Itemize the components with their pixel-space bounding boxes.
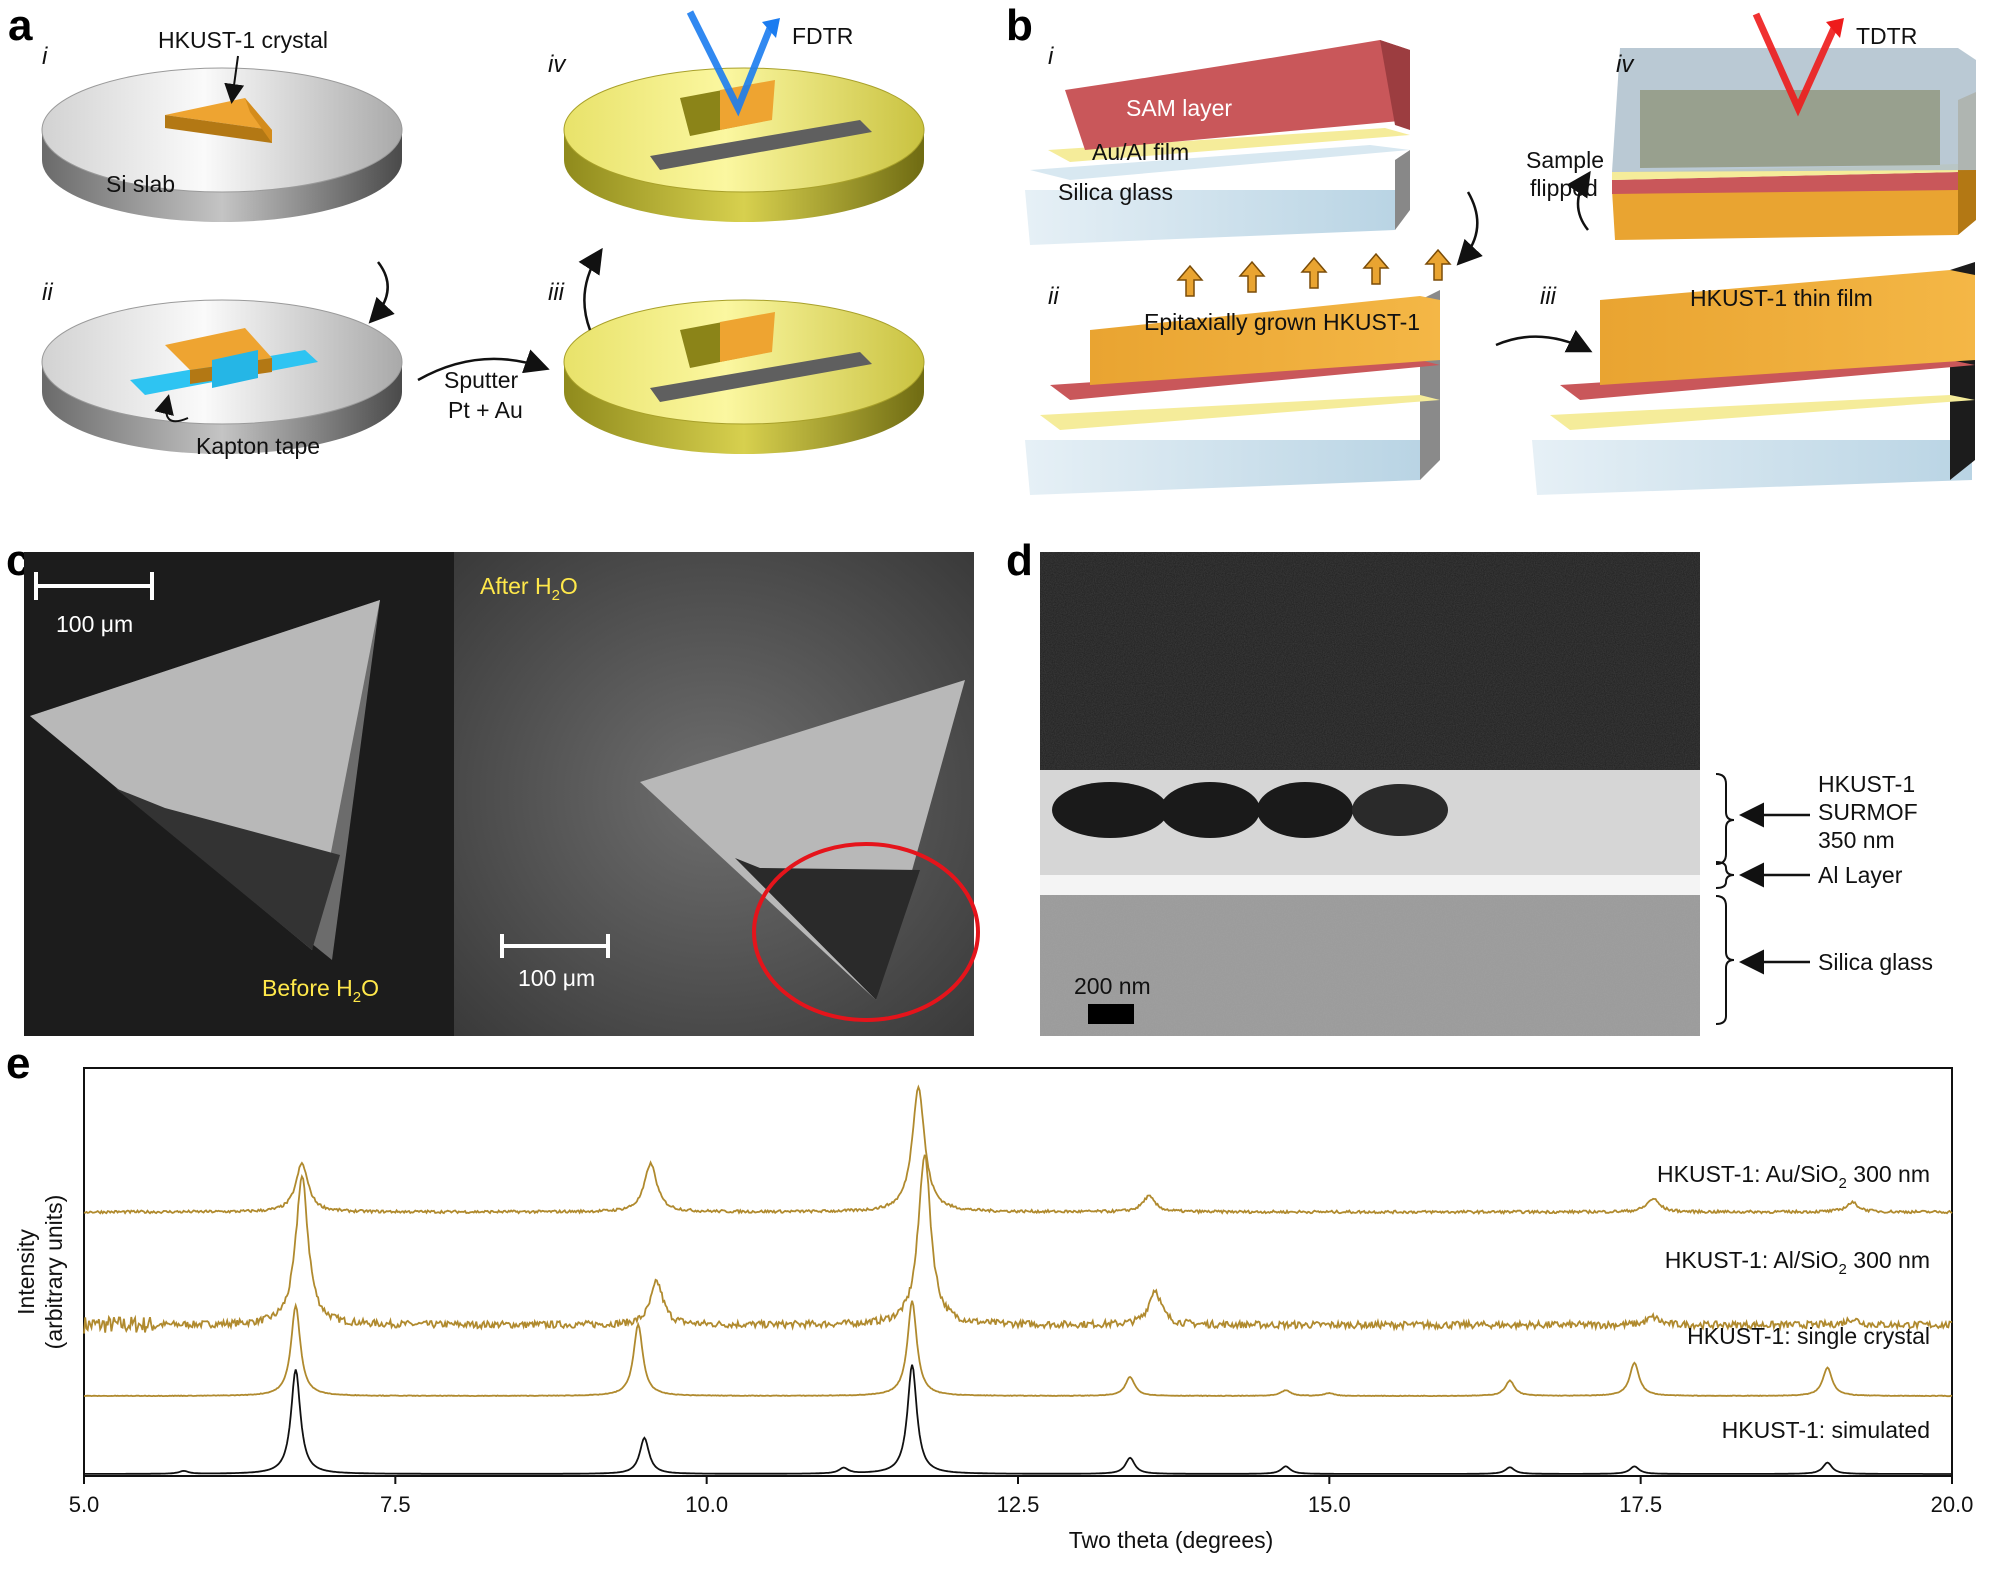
step-label-b-i: i xyxy=(1048,43,1054,70)
label-silica-glass-d: Silica glass xyxy=(1818,949,1933,975)
after-text: After H xyxy=(480,573,552,599)
hkust-crystal-shape xyxy=(165,98,272,130)
brace-al xyxy=(1715,861,1735,889)
label-after-water: After H2O xyxy=(480,573,578,604)
label-sam-layer: SAM layer xyxy=(1126,95,1232,121)
panel-b: b i SAM layer Au/Al film Silica glass ii xyxy=(1006,1,1976,495)
series-label-1: HKUST-1: Au/SiO2 300 nm xyxy=(1657,1161,1930,1192)
fdtr-beam xyxy=(686,10,774,117)
series-lines xyxy=(83,1084,1953,1475)
scale-bar-d xyxy=(1088,1004,1134,1024)
gold-disc-4 xyxy=(563,67,925,222)
x-tick-label: 15.0 xyxy=(1308,1492,1351,1517)
step-label-b-iv: iv xyxy=(1616,51,1635,78)
label-al-layer: Al Layer xyxy=(1818,862,1903,888)
series-line-4 xyxy=(84,1364,1952,1475)
y-axis-label: Intensity xyxy=(13,1229,39,1315)
after-post: O xyxy=(560,573,578,599)
tape-pointer-arrow xyxy=(154,394,189,423)
series-line-2 xyxy=(83,1084,1953,1216)
label-hkust-surmof-2: SURMOF xyxy=(1818,799,1918,825)
before-post: O xyxy=(361,975,379,1001)
label-hkust-crystal: HKUST-1 crystal xyxy=(158,27,328,53)
label-au-al-film: Au/Al film xyxy=(1092,139,1189,165)
label-fdtr: FDTR xyxy=(792,23,853,49)
scale-bar-label-c2: 100 μm xyxy=(518,965,595,991)
label-kapton-tape: Kapton tape xyxy=(196,433,320,459)
series-line-3 xyxy=(83,1300,1953,1398)
arrow-a-i-to-ii xyxy=(368,261,395,324)
growth-arrows xyxy=(1176,248,1452,297)
label-thin-film: HKUST-1 thin film xyxy=(1690,285,1873,311)
x-axis-label: Two theta (degrees) xyxy=(1069,1527,1274,1553)
panel-c: c 100 μm 100 μm Before H2O After H2O xyxy=(6,536,980,1036)
label-before-water: Before H2O xyxy=(262,975,379,1006)
x-tick-label: 10.0 xyxy=(685,1492,728,1517)
y-axis-label-group: Intensity (arbitrary units) xyxy=(13,1195,67,1350)
stack-b-i xyxy=(1025,40,1410,245)
label-si-slab: Si slab xyxy=(106,171,175,197)
step-label-b-ii: ii xyxy=(1048,283,1059,310)
x-tick-label: 7.5 xyxy=(380,1492,411,1517)
before-sub: 2 xyxy=(353,989,361,1006)
step-label-a-ii: ii xyxy=(42,279,53,306)
series-labels: HKUST-1: Au/SiO2 300 nm HKUST-1: Al/SiO2 … xyxy=(1657,1161,1930,1443)
label-tdtr: TDTR xyxy=(1856,23,1917,49)
label-epitaxial-growth: Epitaxially grown HKUST-1 xyxy=(1144,309,1420,335)
stack-b-iii xyxy=(1532,262,1975,495)
crystal-pointer-arrow xyxy=(224,55,245,104)
before-text: Before H xyxy=(262,975,353,1001)
arrow-b-iii-to-iv xyxy=(1566,170,1591,231)
step-label-b-iii: iii xyxy=(1540,283,1557,310)
stack-b-ii xyxy=(1025,290,1440,495)
panel-label-a: a xyxy=(8,1,33,50)
label-sample: Sample xyxy=(1526,147,1604,173)
gold-disc-3 xyxy=(563,299,925,454)
tdtr-beam xyxy=(1752,12,1838,117)
step-label-a-iii: iii xyxy=(548,279,565,306)
panel-d: d 200 nm HKUST-1 SURMOF 350 nm Al Layer … xyxy=(1006,536,1933,1036)
label-hkust-surmof-1: HKUST-1 xyxy=(1818,771,1915,797)
damage-highlight-ellipse xyxy=(752,842,980,1022)
x-tick-label: 12.5 xyxy=(997,1492,1040,1517)
panel-a: a i HKUST-1 crystal Si slab ii Kapton ta… xyxy=(8,1,925,459)
label-sputter: Sputter xyxy=(444,367,518,393)
arrow-b-i-to-ii xyxy=(1456,191,1483,266)
label-silica-glass-b: Silica glass xyxy=(1058,179,1173,205)
panel-e: e 5.0 7.5 10.0 12.5 15.0 17.5 20.0 HKUST-1: Au… xyxy=(6,1039,1973,1553)
label-flipped: flipped xyxy=(1530,175,1598,201)
label-pt-au: Pt + Au xyxy=(448,397,523,423)
scale-bar-label-c1: 100 μm xyxy=(56,611,133,637)
arrow-a-iii-to-iv xyxy=(578,247,603,331)
si-slab-disc-1 xyxy=(41,67,403,222)
brace-glass xyxy=(1715,895,1735,1025)
series-label-3: HKUST-1: single crystal xyxy=(1687,1323,1930,1349)
series-line-1 xyxy=(83,1154,1953,1334)
panel-label-b: b xyxy=(1006,1,1033,50)
arrow-b-ii-to-iii xyxy=(1495,329,1593,353)
step-label-a-i: i xyxy=(42,43,48,70)
si-slab-disc-2 xyxy=(41,299,403,454)
y-axis-units: (arbitrary units) xyxy=(41,1195,67,1350)
x-tick-label: 17.5 xyxy=(1619,1492,1662,1517)
label-hkust-surmof-3: 350 nm xyxy=(1818,827,1895,853)
stack-b-iv xyxy=(1612,48,1976,240)
panel-label-e: e xyxy=(6,1039,30,1088)
series-label-2: HKUST-1: Al/SiO2 300 nm xyxy=(1665,1247,1930,1278)
series-label-4: HKUST-1: simulated xyxy=(1722,1417,1930,1443)
after-sub: 2 xyxy=(552,587,560,604)
step-label-a-iv: iv xyxy=(548,51,567,78)
brace-surmof xyxy=(1715,773,1735,865)
x-axis: 5.0 7.5 10.0 12.5 15.0 17.5 20.0 xyxy=(69,1476,1974,1517)
x-tick-label: 5.0 xyxy=(69,1492,100,1517)
panel-label-d: d xyxy=(1006,536,1033,585)
x-tick-label: 20.0 xyxy=(1931,1492,1974,1517)
scale-bar-label-d: 200 nm xyxy=(1074,973,1151,999)
arrow-sputter xyxy=(417,349,550,382)
